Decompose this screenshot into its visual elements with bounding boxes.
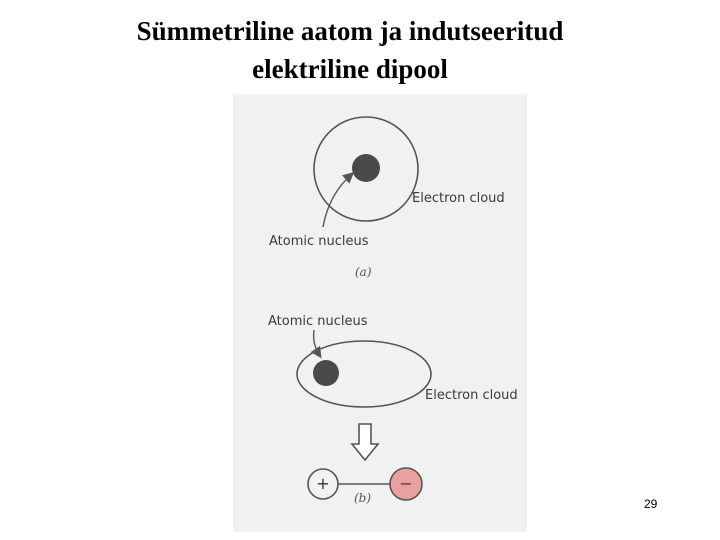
panel-b: Atomic nucleus Electron cloud + − (b) — [268, 314, 518, 505]
positive-sign: + — [316, 474, 329, 493]
panel-b-caption: (b) — [354, 491, 371, 505]
page-number: 29 — [644, 497, 658, 511]
negative-charge-circle — [389, 467, 423, 501]
atomic-nucleus-label: Atomic nucleus — [269, 234, 369, 249]
slide-title: Sümmetriline aatom ja indutseeritud elek… — [60, 12, 640, 88]
panel-a: Electron cloud Atomic nucleus (a) — [269, 116, 505, 279]
atomic-nucleus — [352, 154, 380, 182]
atomic-nucleus-label: Atomic nucleus — [268, 314, 368, 329]
panel-a-caption: (a) — [355, 265, 372, 279]
down-arrow-icon — [350, 423, 380, 462]
slide-title-line-1: Sümmetriline aatom ja indutseeritud — [136, 16, 564, 46]
electron-cloud-circle — [313, 116, 419, 222]
nucleus-pointer-arrow — [310, 329, 322, 359]
electron-cloud-ellipse — [296, 340, 432, 408]
positive-charge-circle — [307, 468, 339, 500]
figure-svg: Electron cloud Atomic nucleus (a) Atomic… — [268, 116, 518, 505]
electron-cloud-label: Electron cloud — [412, 191, 505, 206]
electron-cloud-label: Electron cloud — [425, 388, 518, 403]
atom-dipole-figure: Electron cloud Atomic nucleus (a) Atomic… — [233, 94, 527, 532]
atomic-nucleus — [313, 360, 339, 386]
slide-title-line-2: elektriline dipool — [252, 54, 448, 84]
nucleus-pointer-arrow — [322, 172, 355, 228]
negative-sign: − — [399, 474, 412, 493]
